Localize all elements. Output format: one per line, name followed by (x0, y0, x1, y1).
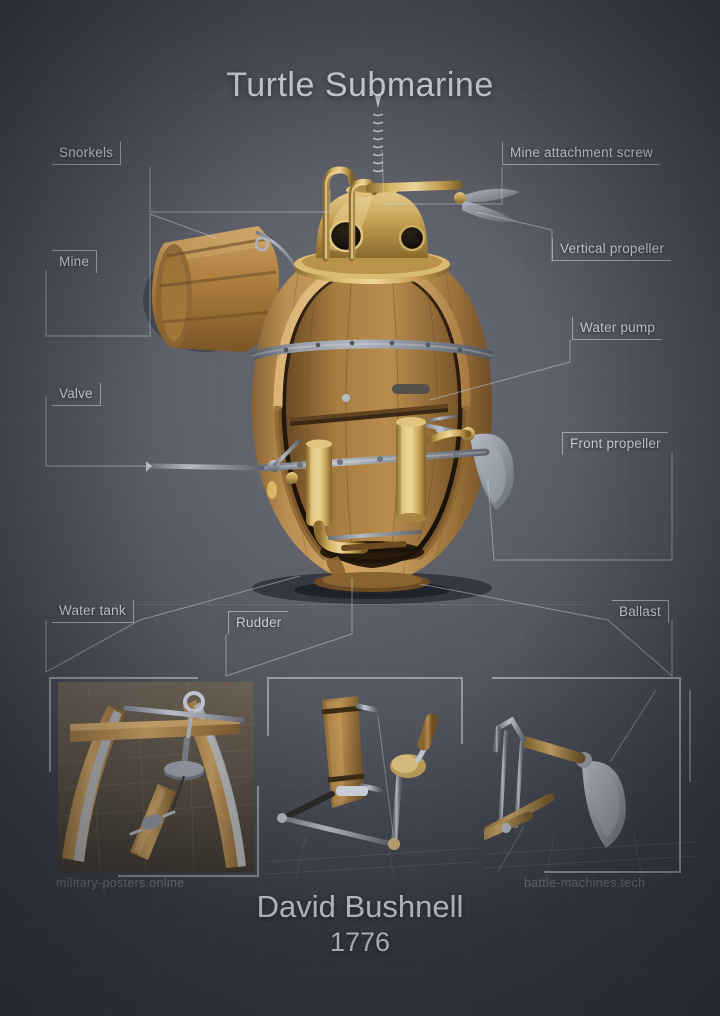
inset-propeller[interactable] (484, 676, 696, 878)
hull (250, 246, 494, 592)
callout-rudder[interactable]: Rudder (228, 611, 289, 634)
author-name: David Bushnell (256, 889, 464, 924)
callout-valve[interactable]: Valve (52, 383, 101, 406)
callout-vertical-propeller[interactable]: Vertical propeller (552, 238, 672, 261)
callout-water-tank[interactable]: Water tank (52, 600, 134, 623)
callout-mine-screw[interactable]: Mine attachment screw (502, 142, 661, 165)
callout-front-propeller[interactable]: Front propeller (562, 432, 668, 455)
callout-ballast[interactable]: Ballast (612, 600, 669, 623)
inset-interior[interactable] (48, 676, 260, 878)
mine-attachment-screw (372, 96, 384, 186)
callout-water-pump[interactable]: Water pump (572, 317, 663, 340)
callout-snorkels[interactable]: Snorkels (52, 142, 122, 165)
inset-rudder[interactable] (266, 676, 478, 878)
poster-year: 1776 (329, 927, 391, 957)
poster-footer: David Bushnell 1776 (0, 888, 720, 958)
conning-tower (294, 183, 450, 284)
callout-mine[interactable]: Mine (52, 250, 98, 273)
page-title: Turtle Submarine (226, 66, 494, 104)
